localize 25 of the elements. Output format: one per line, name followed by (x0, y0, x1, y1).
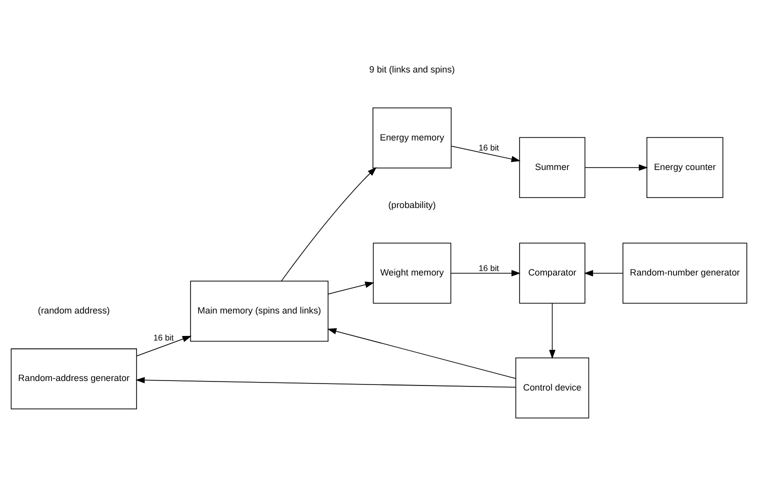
node-box: Energy memory (372, 108, 452, 168)
node-box: Weight memory (372, 242, 452, 304)
node-box: Summer (519, 137, 586, 198)
arrow (280, 167, 377, 282)
arrow (584, 270, 624, 276)
edge-label: 16 bit (478, 142, 500, 153)
node-box: Main memory (spins and links) (190, 280, 328, 342)
arrow (451, 146, 521, 162)
arrow (136, 336, 192, 356)
label: 9 bit (links and spins) (369, 64, 455, 75)
arrow (328, 282, 374, 294)
edge-label: 16 bit (153, 332, 174, 343)
node-box: Comparator (519, 242, 586, 304)
node-box: Control device (515, 358, 590, 418)
edge-label: 16 bit (478, 262, 500, 273)
arrow (549, 302, 556, 360)
arrow (450, 270, 521, 276)
node-box: Energy counter (646, 137, 724, 198)
node-box: Random-address generator (10, 348, 137, 410)
arrow (136, 376, 516, 388)
node-box: Random-number generator (622, 242, 748, 304)
arrow (584, 164, 648, 171)
label: (random address) (38, 306, 110, 316)
arrow (327, 328, 516, 379)
label: (probability) (388, 200, 436, 210)
